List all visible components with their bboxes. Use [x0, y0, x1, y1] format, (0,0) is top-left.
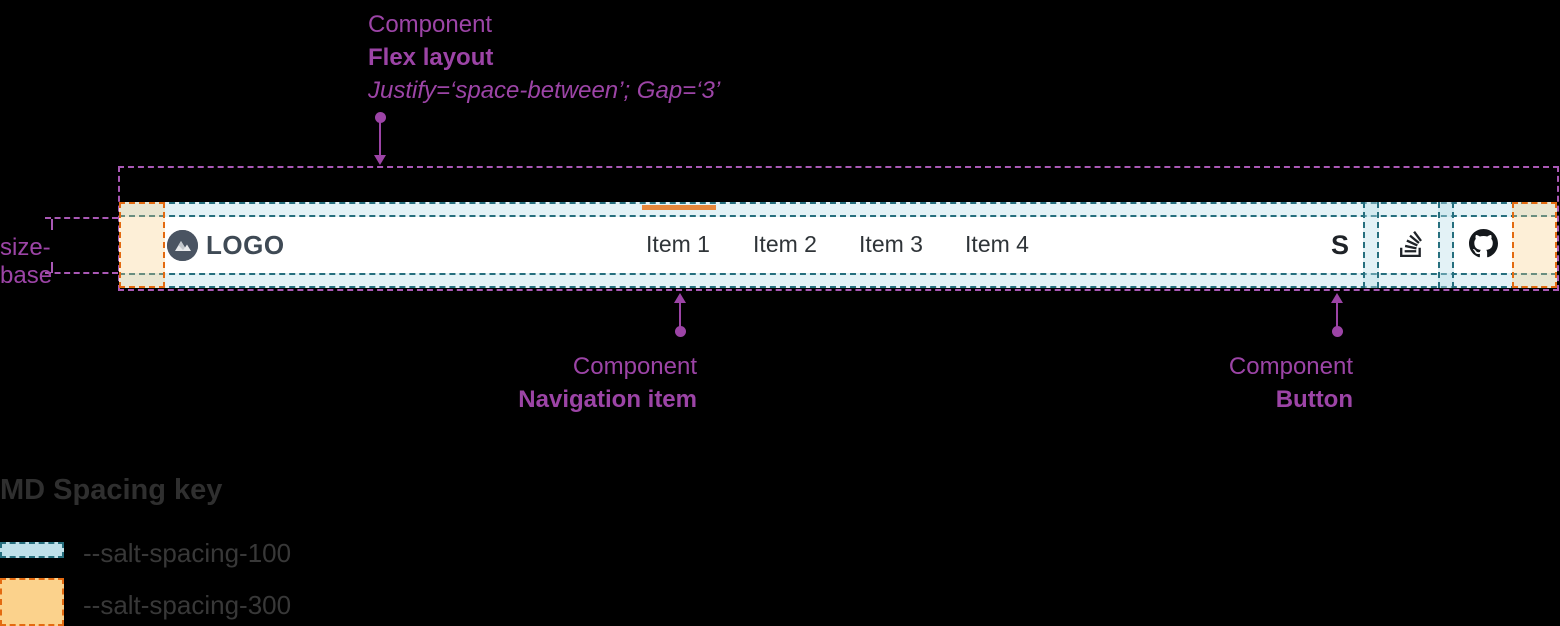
- spacing-300-overlay-right: [1512, 202, 1557, 288]
- size-base-bottom-tick: [51, 262, 53, 273]
- spacing-100-overlay-bottom: [119, 273, 1557, 288]
- arrow-down-icon: [374, 155, 386, 165]
- annotation-line: Justify=‘space-between’; Gap=‘3’: [368, 77, 721, 104]
- s-button[interactable]: S: [1316, 202, 1364, 288]
- flex-layout-annotation: Component Flex layout Justify=‘space-bet…: [368, 8, 720, 107]
- annotation-connector: [1336, 302, 1338, 332]
- logo-text: LOGO: [206, 230, 285, 260]
- annotation-connector: [679, 302, 681, 332]
- spacing-100-overlay-gap: [1438, 202, 1454, 288]
- spacing-300-swatch: [0, 578, 64, 626]
- mountain-logo-icon: [167, 230, 198, 261]
- annotation-dot: [1332, 326, 1343, 337]
- github-button[interactable]: [1459, 202, 1507, 288]
- s-icon: S: [1330, 229, 1349, 260]
- logo[interactable]: LOGO: [167, 230, 285, 261]
- size-base-top-line: [45, 217, 118, 219]
- spacing-100-swatch: [0, 542, 64, 558]
- nav-item-annotation: Component Navigation item: [518, 350, 697, 416]
- nav-item-1[interactable]: Item 1: [646, 231, 710, 257]
- annotation-line: Component: [572, 353, 697, 380]
- annotation-line: Button: [1275, 386, 1353, 413]
- active-item-indicator: [642, 205, 716, 210]
- legend-label: --salt-spacing-100: [83, 538, 292, 568]
- nav-item-3[interactable]: Item 3: [859, 231, 923, 257]
- app-header: LOGO Item 1 Item 2 Item 3 Item 4 S: [119, 202, 1557, 288]
- size-base-bottom-line: [45, 272, 118, 274]
- github-icon: [1468, 229, 1498, 261]
- size-base-label: size-base: [0, 234, 53, 289]
- annotation-dot: [375, 112, 386, 123]
- annotation-line: Component: [368, 11, 493, 38]
- size-base-top-tick: [51, 219, 53, 230]
- annotation-line: Component: [1228, 353, 1353, 380]
- arrow-up-icon: [1331, 293, 1343, 303]
- stackoverflow-icon: [1398, 230, 1424, 260]
- button-annotation: Component Button: [1229, 350, 1353, 416]
- annotation-dot: [675, 326, 686, 337]
- legend-label: --salt-spacing-300: [83, 590, 292, 620]
- spacing-100-overlay-gap: [1363, 202, 1379, 288]
- legend-title: MD Spacing key: [0, 474, 223, 506]
- spacing-100-overlay-top: [119, 202, 1557, 217]
- nav-item-2[interactable]: Item 2: [753, 231, 817, 257]
- spacing-300-overlay-left: [119, 202, 165, 288]
- stackoverflow-button[interactable]: [1387, 202, 1435, 288]
- nav-item-4[interactable]: Item 4: [965, 231, 1029, 257]
- annotation-line: Flex layout: [368, 44, 494, 71]
- arrow-up-icon: [674, 293, 686, 303]
- annotation-connector: [379, 121, 381, 157]
- annotation-line: Navigation item: [518, 386, 697, 413]
